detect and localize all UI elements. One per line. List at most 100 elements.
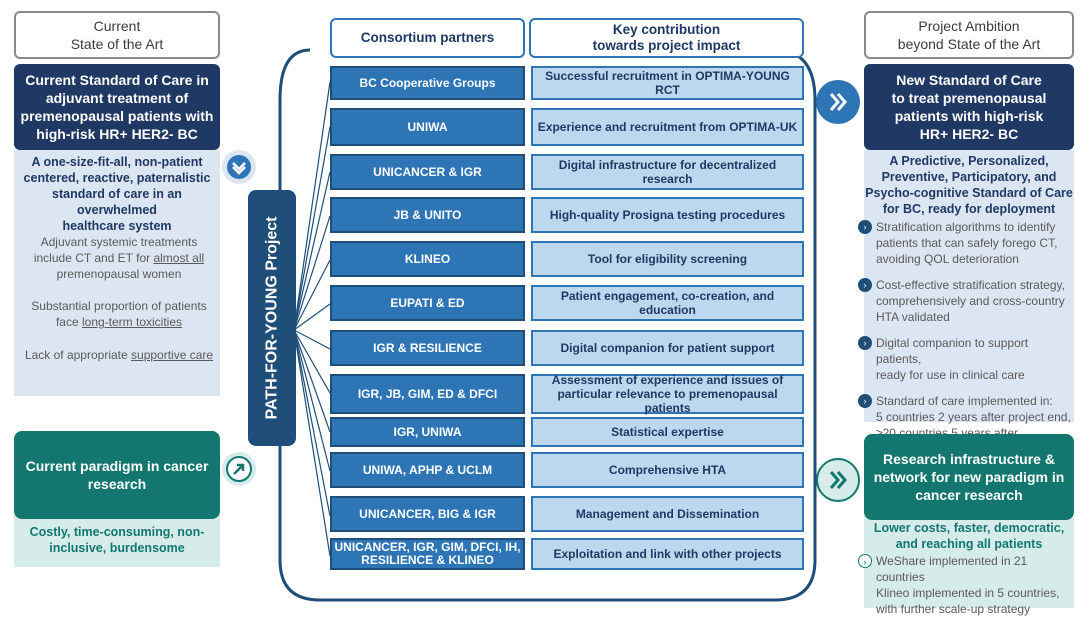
item-text: Substantial proportion of patients face [31, 299, 207, 329]
current-soc-title-line: adjuvant treatment of [45, 90, 189, 106]
current-soc-summary: A one-size-fit-all, non-patient centered… [14, 154, 220, 234]
research-title-line: Research infrastructure & [883, 451, 1055, 467]
item-line: 5 countries 2 years after project end, [876, 410, 1071, 424]
item-line: patients that can safely forego CT, [876, 236, 1058, 250]
double-chevron-right-icon [816, 80, 860, 124]
project-label: PATH-FOR-YOUNG Project [263, 216, 280, 420]
partner-box: UNICANCER, IGR, GIM, DFCI, IH, RESILIENC… [330, 538, 525, 570]
partner-box: UNICANCER & IGR [330, 154, 525, 190]
new-soc-summary-line: for BC, ready for deployment [882, 202, 1056, 216]
current-paradigm-summary-line: inclusive, burdensome [49, 541, 185, 555]
new-soc-summary-line: Psycho-cognitive Standard of Care [865, 186, 1073, 200]
item-emphasis: supportive care [131, 348, 214, 362]
research-summary-line: and reaching all patients [895, 537, 1043, 551]
research-title-line: network for new paradigm in [873, 469, 1065, 485]
current-state-header-line1: Current [93, 18, 141, 34]
current-paradigm-title-line: research [87, 476, 147, 492]
item-line: Digital companion to support patients, [876, 336, 1029, 366]
current-soc-title-line: high-risk HR+ HER2- BC [36, 126, 198, 142]
contribution-header: Key contribution towards project impact [529, 18, 804, 58]
contribution-box: Experience and recruitment from OPTIMA-U… [531, 108, 804, 146]
new-soc-title-line: to treat premenopausal [891, 90, 1047, 106]
bullet-chevron-icon: › [858, 394, 872, 408]
item-line: HTA validated [876, 310, 950, 324]
new-soc-summary-line: A Predictive, Personalized, [889, 154, 1049, 168]
current-paradigm-summary: Costly, time-consuming, non- inclusive, … [14, 524, 220, 556]
contribution-box: Successful recruitment in OPTIMA-YOUNG R… [531, 66, 804, 100]
project-label-bar: PATH-FOR-YOUNG Project [248, 190, 296, 446]
partner-box: UNIWA, APHP & UCLM [330, 452, 525, 488]
contribution-header-line: towards project impact [592, 38, 741, 53]
new-soc-title-line: HR+ HER2- BC [919, 126, 1019, 142]
contribution-header-line: Key contribution [612, 22, 721, 37]
new-soc-items: › Stratification algorithms to identify … [858, 219, 1074, 441]
up-right-arrow-icon [222, 452, 256, 486]
research-summary-line: Lower costs, faster, democratic, [873, 521, 1065, 535]
bullet-chevron-icon: › [858, 278, 872, 292]
contribution-box: Digital companion for patient support [531, 330, 804, 366]
current-soc-item: Substantial proportion of patients face … [24, 298, 214, 330]
partners-header: Consortium partners [330, 18, 525, 58]
item-emphasis: almost all [153, 251, 205, 265]
contribution-box: Tool for eligibility screening [531, 241, 804, 277]
contribution-box: High-quality Prosigna testing procedures [531, 197, 804, 233]
research-title: Research infrastructure & network for ne… [864, 434, 1074, 520]
bullet-chevron-icon: › [858, 220, 872, 234]
contribution-box: Digital infrastructure for decentralized… [531, 154, 804, 190]
new-soc-summary-line: Preventive, Participatory, and [881, 170, 1057, 184]
research-items: › WeShare implemented in 21 countries Kl… [858, 553, 1074, 617]
item-emphasis: long-term toxicities [81, 315, 183, 329]
new-soc-panel [864, 150, 1074, 422]
item-text: Lack of appropriate [24, 348, 132, 362]
current-paradigm-panel [14, 515, 220, 567]
current-soc-summary-line: standard of care in an overwhelmed [52, 187, 182, 217]
down-chevron-icon [222, 150, 256, 184]
current-state-header-line2: State of the Art [70, 36, 164, 52]
item-line: WeShare implemented in 21 countries [876, 554, 1028, 584]
contribution-box: Assessment of experience and issues of p… [531, 373, 804, 415]
current-state-header: Current State of the Art [14, 11, 220, 59]
item-line: Klineo implemented in 5 countries, [876, 586, 1060, 600]
partner-box: EUPATI & ED [330, 285, 525, 321]
partner-box: IGR & RESILIENCE [330, 330, 525, 366]
new-soc-title-line: patients with high-risk [894, 108, 1044, 124]
item-line: with further scale-up strategy [876, 602, 1031, 616]
partner-box: UNICANCER, BIG & IGR [330, 496, 525, 532]
contribution-box: Patient engagement, co-creation, and edu… [531, 285, 804, 321]
research-summary: Lower costs, faster, democratic, and rea… [864, 520, 1074, 552]
item-line: Cost-effective stratification strategy, [876, 278, 1065, 292]
partner-box: BC Cooperative Groups [330, 66, 525, 100]
project-ambition-header: Project Ambition beyond State of the Art [864, 11, 1074, 59]
new-soc-summary: A Predictive, Personalized, Preventive, … [864, 153, 1074, 217]
contribution-box: Management and Dissemination [531, 496, 804, 532]
bullet-chevron-icon: › [858, 336, 872, 350]
partner-box: KLINEO [330, 241, 525, 277]
item-line: ready for use in clinical care [876, 368, 1025, 382]
contribution-box: Statistical expertise [531, 417, 804, 447]
partner-box: IGR, JB, GIM, ED & DFCI [330, 374, 525, 414]
item-line: Standard of care implemented in: [876, 394, 1053, 408]
item-text: Adjuvant systemic treatments include CT … [33, 235, 198, 265]
project-ambition-header-line2: beyond State of the Art [897, 36, 1041, 52]
contribution-box: Exploitation and link with other project… [531, 538, 804, 570]
contribution-box: Comprehensive HTA [531, 452, 804, 488]
current-soc-title-line: premenopausal patients with [20, 108, 214, 124]
current-soc-title: Current Standard of Care in adjuvant tre… [14, 64, 220, 150]
new-soc-item: › Digital companion to support patients,… [858, 335, 1074, 383]
current-soc-item: Lack of appropriate supportive care [24, 347, 214, 363]
new-soc-title-line: New Standard of Care [896, 72, 1042, 88]
partner-box: UNIWA [330, 108, 525, 146]
partners-header-text: Consortium partners [360, 30, 495, 45]
current-soc-panel [14, 150, 220, 396]
new-soc-item: › Stratification algorithms to identify … [858, 219, 1074, 267]
new-soc-title: New Standard of Care to treat premenopau… [864, 64, 1074, 150]
double-chevron-right-icon [816, 458, 860, 502]
project-ambition-header-line1: Project Ambition [918, 18, 1020, 34]
partner-box: JB & UNITO [330, 197, 525, 233]
research-title-line: cancer research [915, 487, 1023, 503]
current-paradigm-summary-line: Costly, time-consuming, non- [29, 525, 205, 539]
partner-connector-lines [293, 81, 331, 557]
item-text: premenopausal women [56, 267, 182, 281]
item-line: comprehensively and cross-country [876, 294, 1065, 308]
item-line: avoiding QOL deterioration [876, 252, 1019, 266]
